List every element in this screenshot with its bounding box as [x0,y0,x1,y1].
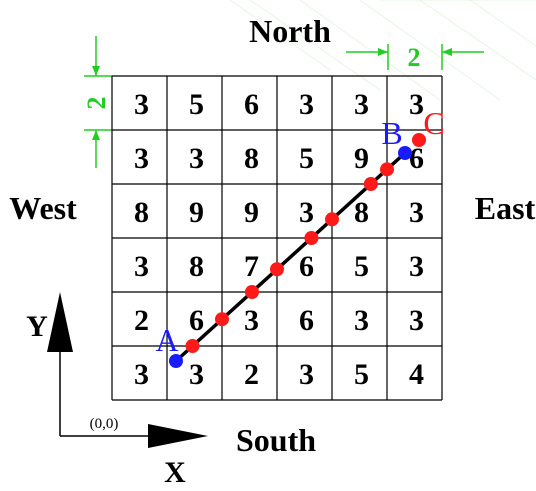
grid-lines [111,75,443,401]
point-c-label: C [423,105,444,141]
grid-cell-value: 3 [354,88,369,121]
path-intersection-marker [270,262,284,277]
grid-cell-value: 4 [409,358,424,391]
grid-cell-value: 6 [409,142,424,175]
grid-cell-value: 8 [189,250,204,283]
grid-cell-value: 8 [134,196,149,229]
grid-cell-value: 3 [134,142,149,175]
grid-cell-value: 9 [189,196,204,229]
grid-cell-value: 3 [409,250,424,283]
y-axis-arrow-icon [47,292,73,352]
east-label: East [475,190,536,226]
west-label: West [9,190,77,226]
grid-cell-value: 5 [354,358,369,391]
south-label: South [236,422,316,458]
point-a-marker [169,354,183,368]
cell-width-text: 2 [408,43,421,72]
path-intersection-marker [363,177,378,191]
point-b-label: B [381,115,402,151]
grid-cell-value: 2 [134,304,149,337]
point-a-label: A [155,322,178,358]
grid-cell-value: 3 [299,88,314,121]
grid-cell-value: 3 [409,304,424,337]
x-axis-label: X [164,456,186,489]
grid-cell-value: 9 [354,142,369,175]
path-intersection-marker [380,162,394,177]
path-intersection-marker [215,312,229,327]
grid-cell-value: 8 [354,196,369,229]
grid-cell-value: 3 [354,304,369,337]
cell-height-text: 2 [82,97,111,110]
path-intersection-marker [325,212,339,227]
grid-cell-value: 3 [299,196,314,229]
grid-cell-value: 3 [189,142,204,175]
cell-height-dimension [84,36,112,168]
grid-cell-value: 5 [354,250,369,283]
grid-cell-value: 6 [244,88,259,121]
point-c-marker [412,133,426,147]
x-axis-arrow-icon [148,424,208,448]
grid-cell-value: 3 [299,358,314,391]
path-intersection-markers [185,162,394,353]
grid-cell-value: 5 [189,88,204,121]
background-watermark [229,0,536,101]
path-intersection-marker [185,339,200,353]
grid-cell-value: 3 [189,358,204,391]
grid-cell-value: 6 [189,304,204,337]
grid-cell-value: 5 [299,142,314,175]
path-intersection-marker [304,231,319,245]
origin-label: (0,0) [90,416,119,432]
grid-cell-value: 2 [244,358,259,391]
grid-cell-value: 3 [409,88,424,121]
grid-cell-value: 3 [244,304,259,337]
y-axis-label: Y [26,310,48,343]
grid-cell-value: 6 [299,250,314,283]
coordinate-axes [47,292,208,448]
grid-cell-value: 9 [244,196,259,229]
grid-cell-value: 3 [134,88,149,121]
grid-cell-value: 7 [244,250,259,283]
grid-cell-value: 3 [409,196,424,229]
grid-cell-value: 3 [134,250,149,283]
grid-cell-value: 3 [134,358,149,391]
north-label: North [249,13,331,49]
grid-cell-value: 8 [244,142,259,175]
path-intersection-marker [244,285,259,299]
grid-cell-value: 6 [299,304,314,337]
grid-cells: 3 5 6 3 3 3 3 3 8 5 9 6 8 9 9 3 8 3 3 8 7 6 5 3 2 6 3 6 3 3 3 3 2 3 5 4 [134,88,424,391]
cell-width-dimension [346,44,484,70]
point-b-marker [398,146,412,160]
